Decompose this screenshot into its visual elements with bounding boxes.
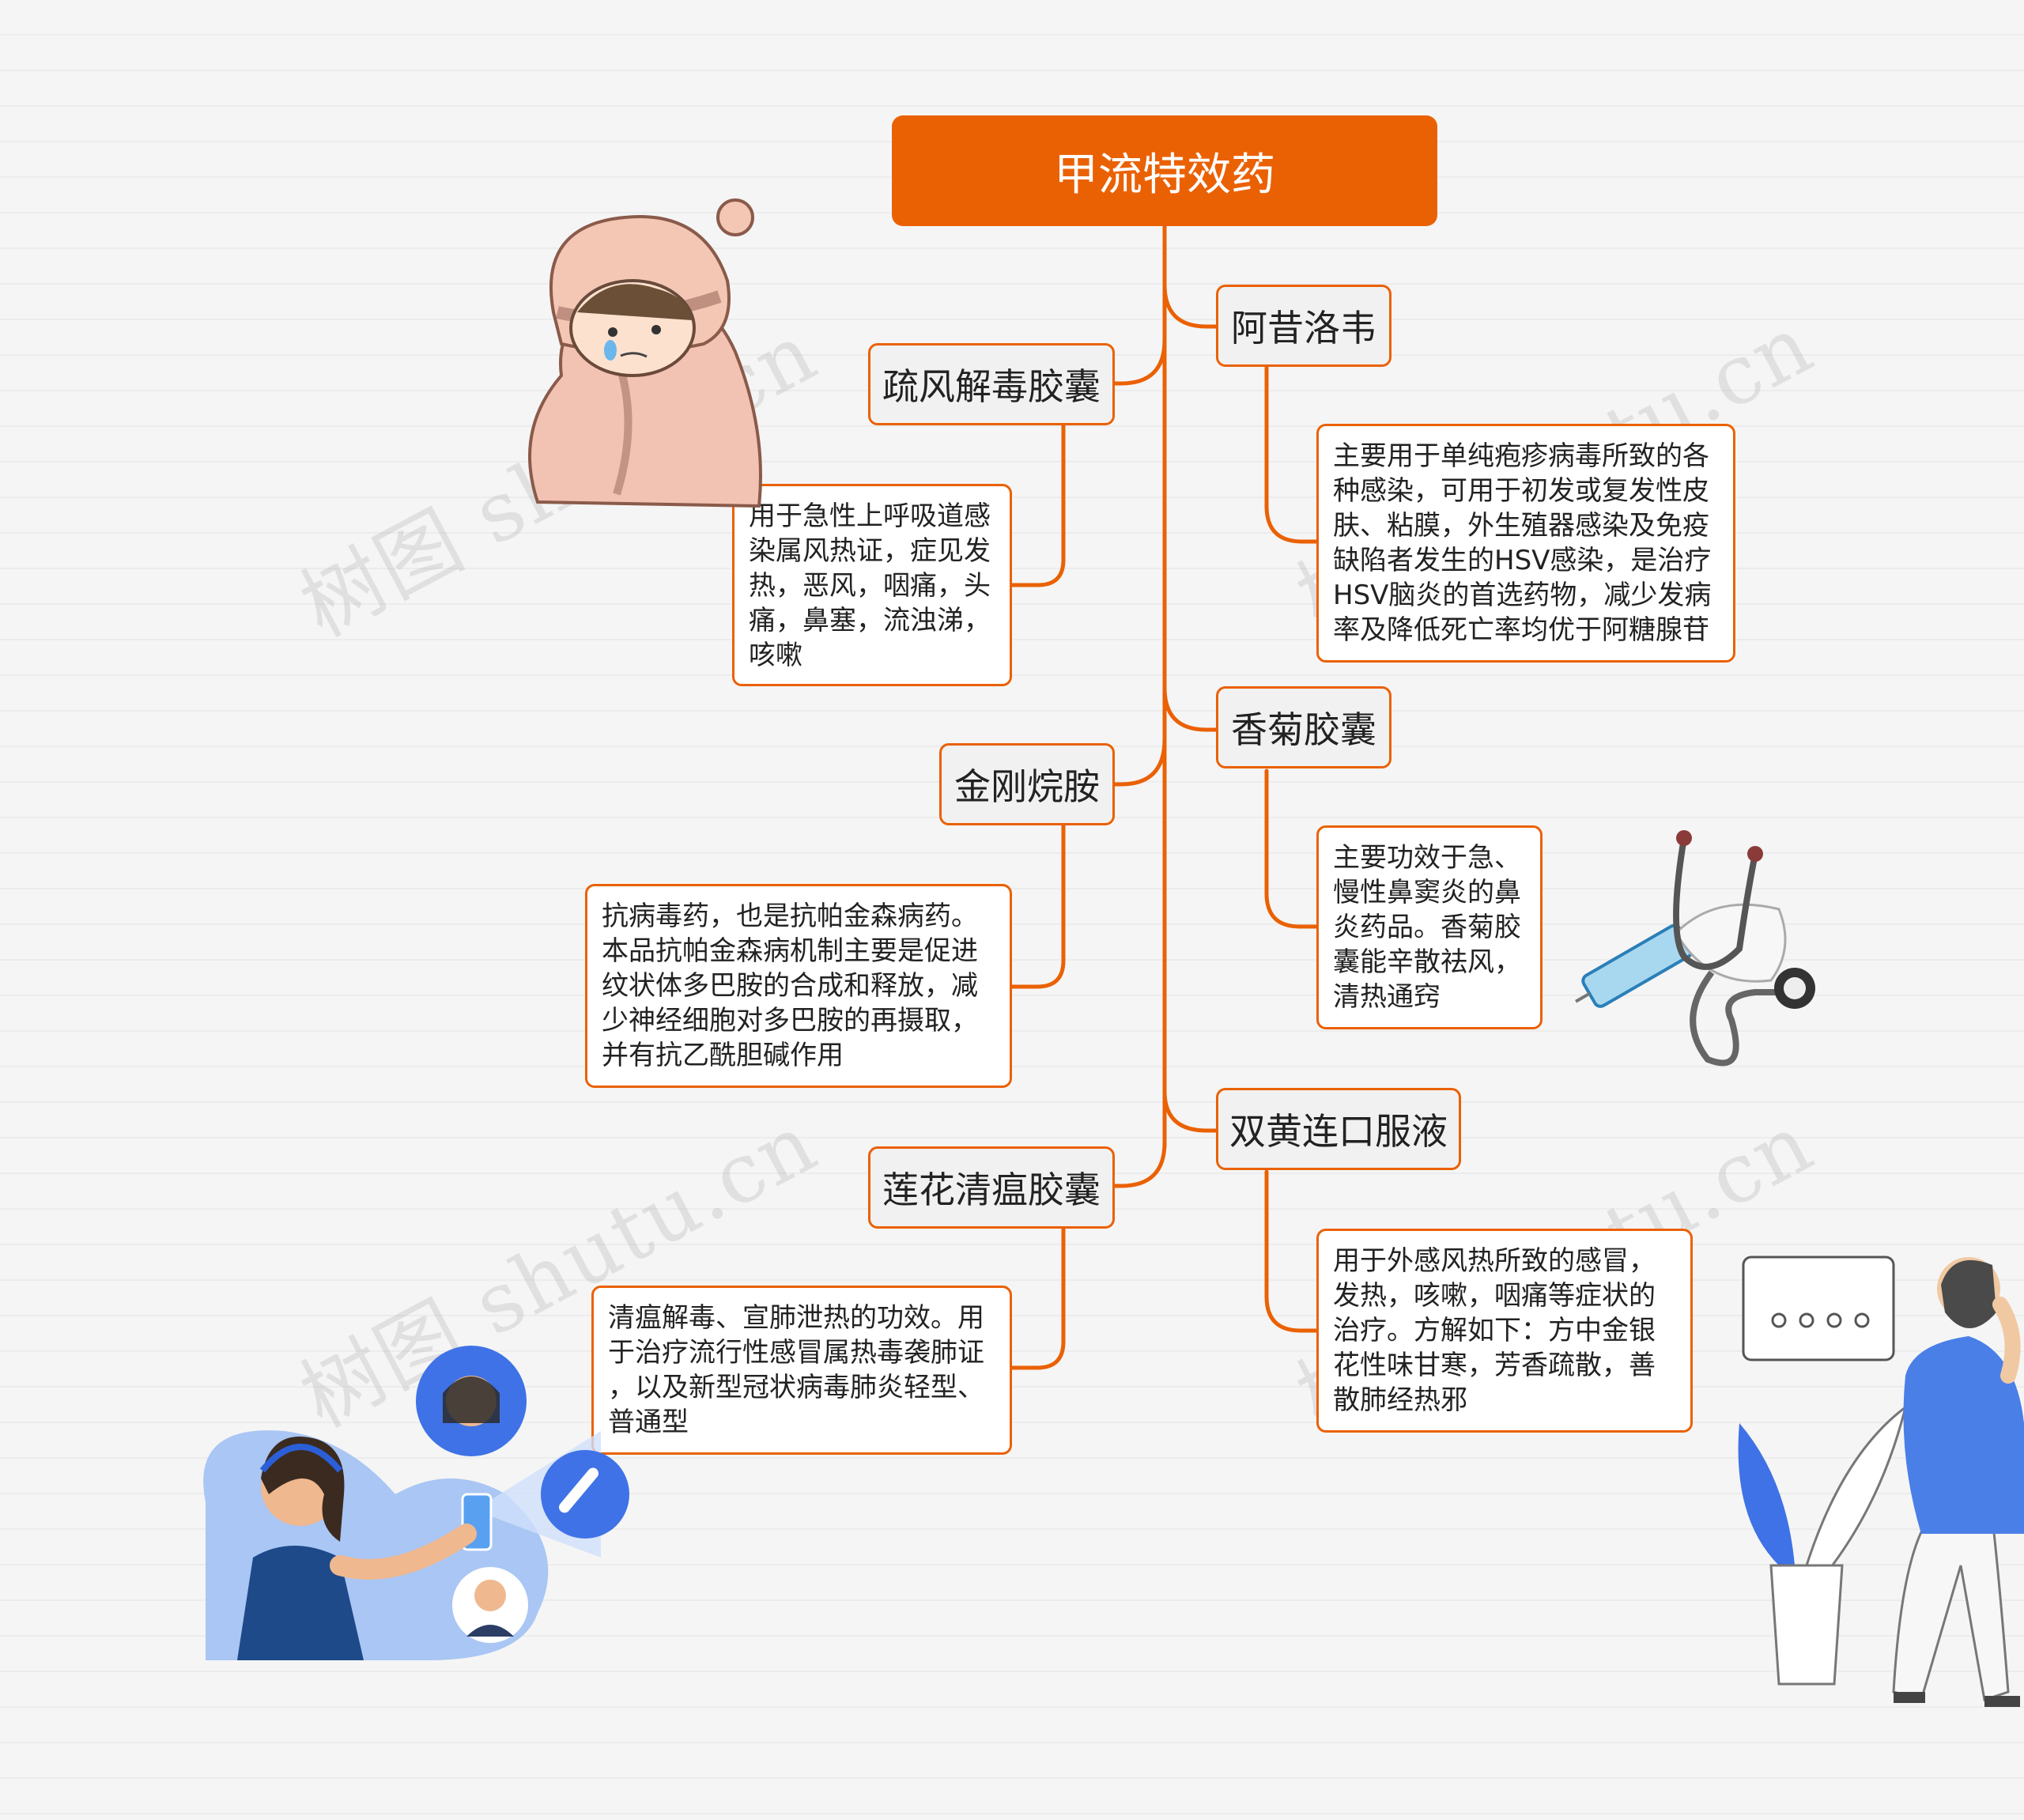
- desc-line: 治疗。方解如下：方中金银: [1333, 1315, 1656, 1346]
- desc-line: 清瘟解毒、宣肺泄热的功效。用: [608, 1302, 984, 1334]
- desc-line: HSV脑炎的首选药物，减少发病: [1333, 580, 1712, 611]
- desc-line: 用于外感风热所致的感冒，: [1333, 1245, 1656, 1277]
- man-speech-bubble-image: [1738, 1255, 2024, 1707]
- desc-line: 抗病毒药，也是抗帕金森病药。: [602, 901, 978, 932]
- branch-6-description: 用于外感风热所致的感冒， 发热，咳嗽，咽痛等症状的 治疗。方解如下：方中金银 花…: [1316, 1229, 1693, 1433]
- root-node-title[interactable]: 甲流特效药: [892, 115, 1437, 226]
- branch-4-description: 主要功效于急、 慢性鼻窦炎的鼻 炎药品。香菊胶 囊能辛散祛风， 清热通窍: [1316, 825, 1543, 1029]
- branch-node-1[interactable]: 疏风解毒胶囊: [868, 343, 1115, 425]
- desc-line: 种感染，可用于初发或复发性皮: [1333, 475, 1709, 507]
- desc-line: 染属风热证，症见发: [749, 535, 991, 567]
- doctor-phone-consult-image: [203, 1346, 629, 1660]
- stethoscope-syringe-image: [1575, 830, 1815, 1067]
- desc-line: 于治疗流行性感冒属热毒袭肺证: [608, 1337, 984, 1369]
- desc-line: 炎药品。香菊胶: [1333, 912, 1521, 943]
- desc-line: 缺陷者发生的HSV感染，是治疗: [1333, 545, 1712, 576]
- branch-3-description: 抗病毒药，也是抗帕金森病药。 本品抗帕金森病机制主要是促进 纹状体多巴胺的合成和…: [585, 884, 1012, 1088]
- desc-line: 热，恶风，咽痛，头: [749, 570, 991, 602]
- desc-line: 并有抗乙酰胆碱作用: [602, 1040, 844, 1071]
- branch-node-5[interactable]: 莲花清瘟胶囊: [868, 1146, 1115, 1229]
- branch-2-description: 主要用于单纯疱疹病毒所致的各 种感染，可用于初发或复发性皮 肤、粘膜，外生殖器感…: [1316, 424, 1735, 663]
- branch-node-6[interactable]: 双黄连口服液: [1216, 1088, 1461, 1170]
- desc-line: 清热通窍: [1333, 981, 1441, 1013]
- desc-line: 普通型: [608, 1407, 689, 1438]
- branch-node-3[interactable]: 金刚烷胺: [939, 743, 1115, 825]
- desc-line: 散肺经热邪: [1333, 1384, 1467, 1416]
- desc-line: 痛，鼻塞，流浊涕，: [749, 605, 991, 636]
- desc-line: 囊能辛散祛风，: [1333, 946, 1521, 978]
- desc-line: ，以及新型冠状病毒肺炎轻型、: [608, 1372, 984, 1403]
- desc-line: 肤、粘膜，外生殖器感染及免疫: [1333, 510, 1709, 542]
- branch-node-2[interactable]: 阿昔洛韦: [1216, 285, 1392, 367]
- desc-line: 发热，咳嗽，咽痛等症状的: [1333, 1280, 1656, 1312]
- branch-1-description: 用于急性上呼吸道感 染属风热证，症见发 热，恶风，咽痛，头 痛，鼻塞，流浊涕， …: [732, 484, 1012, 686]
- desc-line: 率及降低死亡率均优于阿糖腺苷: [1333, 614, 1709, 646]
- branch-5-description: 清瘟解毒、宣肺泄热的功效。用 于治疗流行性感冒属热毒袭肺证 ，以及新型冠状病毒肺…: [591, 1286, 1012, 1455]
- desc-line: 主要功效于急、: [1333, 842, 1521, 874]
- sick-child-blanket-image: [528, 198, 762, 508]
- desc-line: 纹状体多巴胺的合成和释放，减: [602, 970, 978, 1002]
- desc-line: 主要用于单纯疱疹病毒所致的各: [1333, 440, 1709, 472]
- desc-line: 慢性鼻窦炎的鼻: [1333, 877, 1521, 908]
- desc-line: 咳嗽: [749, 640, 802, 671]
- desc-line: 花性味甘寒，芳香疏散，善: [1333, 1350, 1656, 1381]
- desc-line: 少神经细胞对多巴胺的再摄取，: [602, 1005, 978, 1036]
- desc-line: 用于急性上呼吸道感: [749, 500, 991, 532]
- desc-line: 本品抗帕金森病机制主要是促进: [602, 935, 978, 967]
- branch-node-4[interactable]: 香菊胶囊: [1216, 686, 1392, 768]
